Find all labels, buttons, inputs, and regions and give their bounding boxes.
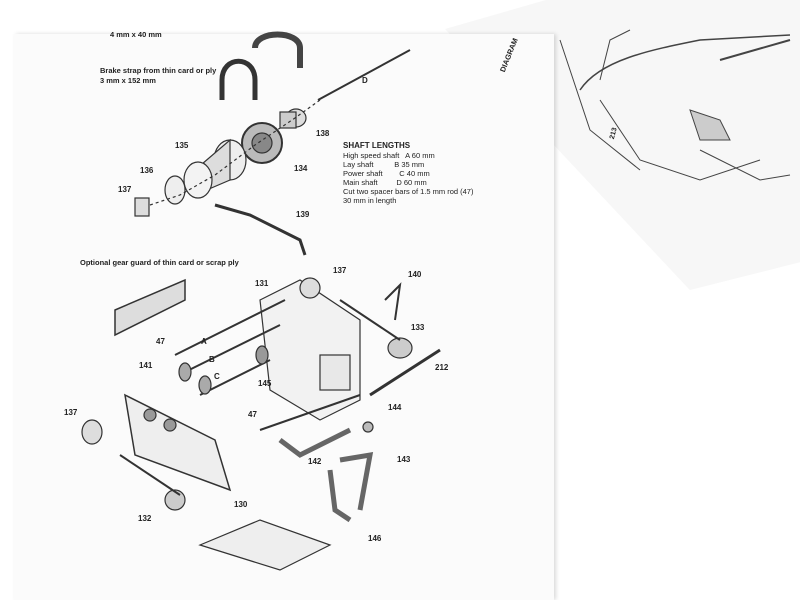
label-d: D bbox=[362, 76, 368, 85]
label-141: 141 bbox=[139, 361, 153, 370]
label-47-bottom: 47 bbox=[248, 410, 257, 419]
label-145: 145 bbox=[258, 379, 272, 388]
label-135: 135 bbox=[175, 141, 189, 150]
brake-strap-line2: 3 mm x 152 mm bbox=[100, 76, 156, 85]
label-212: 212 bbox=[435, 363, 449, 372]
label-130: 130 bbox=[234, 500, 248, 509]
label-139: 139 bbox=[296, 210, 310, 219]
shaft-row-d: Main shaft D 60 mm bbox=[343, 178, 427, 187]
spacer-note-1: Cut two spacer bars of 1.5 mm rod (47) bbox=[343, 187, 474, 196]
label-146: 146 bbox=[368, 534, 382, 543]
shaft-row-a: High speed shaft A 60 mm bbox=[343, 151, 435, 160]
spacer-note-2: 30 mm in length bbox=[343, 196, 397, 205]
label-132: 132 bbox=[138, 514, 152, 523]
label-137-top: 137 bbox=[118, 185, 132, 194]
label-144: 144 bbox=[388, 403, 402, 412]
label-140: 140 bbox=[408, 270, 422, 279]
shaft-lengths-title: SHAFT LENGTHS bbox=[343, 141, 411, 150]
top-cut-text: 4 mm x 40 mm bbox=[110, 30, 162, 39]
brake-strap-line1: Brake strap from thin card or ply bbox=[100, 66, 217, 75]
label-134: 134 bbox=[294, 164, 308, 173]
label-c: C bbox=[214, 372, 220, 381]
label-b: B bbox=[209, 355, 215, 364]
shaft-row-b: Lay shaft B 35 mm bbox=[343, 160, 425, 169]
gear-guard-text: Optional gear guard of thin card or scra… bbox=[80, 258, 239, 267]
label-47-top: 47 bbox=[156, 337, 165, 346]
label-137-mid: 137 bbox=[333, 266, 347, 275]
label-a: A bbox=[201, 337, 207, 346]
label-133: 133 bbox=[411, 323, 425, 332]
label-137-left: 137 bbox=[64, 408, 78, 417]
label-136: 136 bbox=[140, 166, 154, 175]
label-143: 143 bbox=[397, 455, 411, 464]
label-138: 138 bbox=[316, 129, 330, 138]
label-131: 131 bbox=[255, 279, 269, 288]
label-142: 142 bbox=[308, 457, 322, 466]
shaft-row-c: Power shaft C 40 mm bbox=[343, 169, 430, 178]
